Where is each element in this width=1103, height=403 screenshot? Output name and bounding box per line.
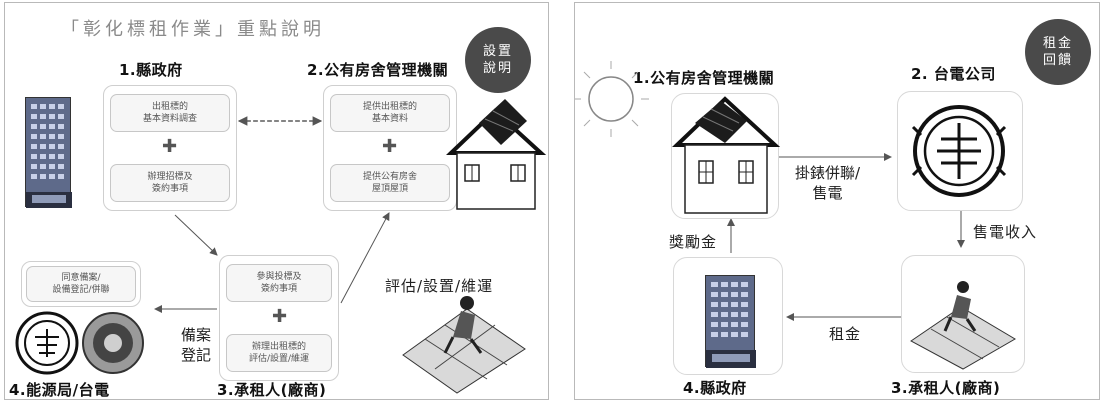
rent-label: 租金	[829, 325, 862, 343]
tenant-group: 參與投標及簽約事項 ✚ 辦理出租標的評估/設置/維運	[219, 255, 339, 381]
plus-icon: ✚	[162, 136, 178, 157]
worker-installing-icon	[402, 296, 526, 394]
building-icon	[705, 275, 756, 368]
arrow-county-to-tenant	[174, 214, 218, 256]
badge-rent: 租金 回饋	[1025, 19, 1091, 85]
solar-house-icon	[672, 96, 781, 214]
taipower-logo-icon	[15, 311, 79, 375]
plus-icon: ✚	[272, 306, 288, 327]
box-agency-info: 提供出租標的基本資料	[330, 94, 450, 132]
node-taipower-label: 2. 台電公司	[911, 65, 996, 83]
agency-group: 提供出租標的基本資料 ✚ 提供公有房舍屋頂屋頂	[323, 85, 457, 211]
box-agency-roof: 提供公有房舍屋頂屋頂	[330, 164, 450, 202]
box-tenant-build: 辦理出租標的評估/設置/維運	[226, 334, 332, 372]
node-agency-label: 2.公有房舍管理機關	[307, 61, 449, 79]
node-county-label: 4.縣政府	[683, 379, 747, 397]
arrow-tenant-to-agency	[340, 212, 390, 304]
solar-house-icon	[446, 99, 547, 210]
right-arrows	[727, 153, 965, 321]
page-title: 「彰化標租作業」重點說明	[61, 19, 325, 40]
plus-icon: ✚	[382, 136, 398, 157]
badge-setup: 設置 說明	[465, 27, 531, 93]
grid-sale-label: 掛錶併聯/售電	[795, 164, 861, 202]
revenue-label: 售電收入	[973, 223, 1038, 241]
box-county-tender: 辦理招標及簽約事項	[110, 164, 230, 202]
left-arrows	[154, 116, 390, 313]
node-tenant-label: 3.承租人(廠商)	[891, 379, 1001, 397]
node-agency-label: 1.公有房舍管理機關	[633, 69, 775, 87]
taipower-logo-icon	[911, 105, 1007, 197]
sun-icon	[575, 61, 649, 137]
node-tenant-label: 3.承租人(廠商)	[217, 381, 327, 399]
energy-group: 同意備案/設備登記/併聯	[21, 261, 141, 307]
node-county-label: 1.縣政府	[119, 61, 183, 79]
energy-bureau-logo-icon	[82, 312, 144, 374]
box-energy-record: 同意備案/設備登記/併聯	[26, 266, 136, 302]
box-county-survey: 出租標的基本資料調查	[110, 94, 230, 132]
left-panel: 「彰化標租作業」重點說明 設置 說明 1.縣政府 2.公有房舍管理機關 3.承租…	[4, 2, 549, 400]
node-energy-label: 4.能源局/台電	[9, 381, 110, 399]
building-icon	[25, 97, 72, 208]
county-group: 出租標的基本資料調查 ✚ 辦理招標及簽約事項	[103, 85, 237, 211]
bonus-label: 獎勵金	[669, 233, 718, 251]
record-label: 備案登記	[181, 326, 212, 364]
worker-installing-icon	[910, 281, 1016, 370]
right-panel: 租金 回饋 1.公有房舍管理機關 2. 台電公司 3.承租人(廠商) 4.縣政府	[574, 2, 1100, 400]
assess-label: 評估/設置/維運	[385, 277, 494, 295]
box-tenant-bid: 參與投標及簽約事項	[226, 264, 332, 302]
